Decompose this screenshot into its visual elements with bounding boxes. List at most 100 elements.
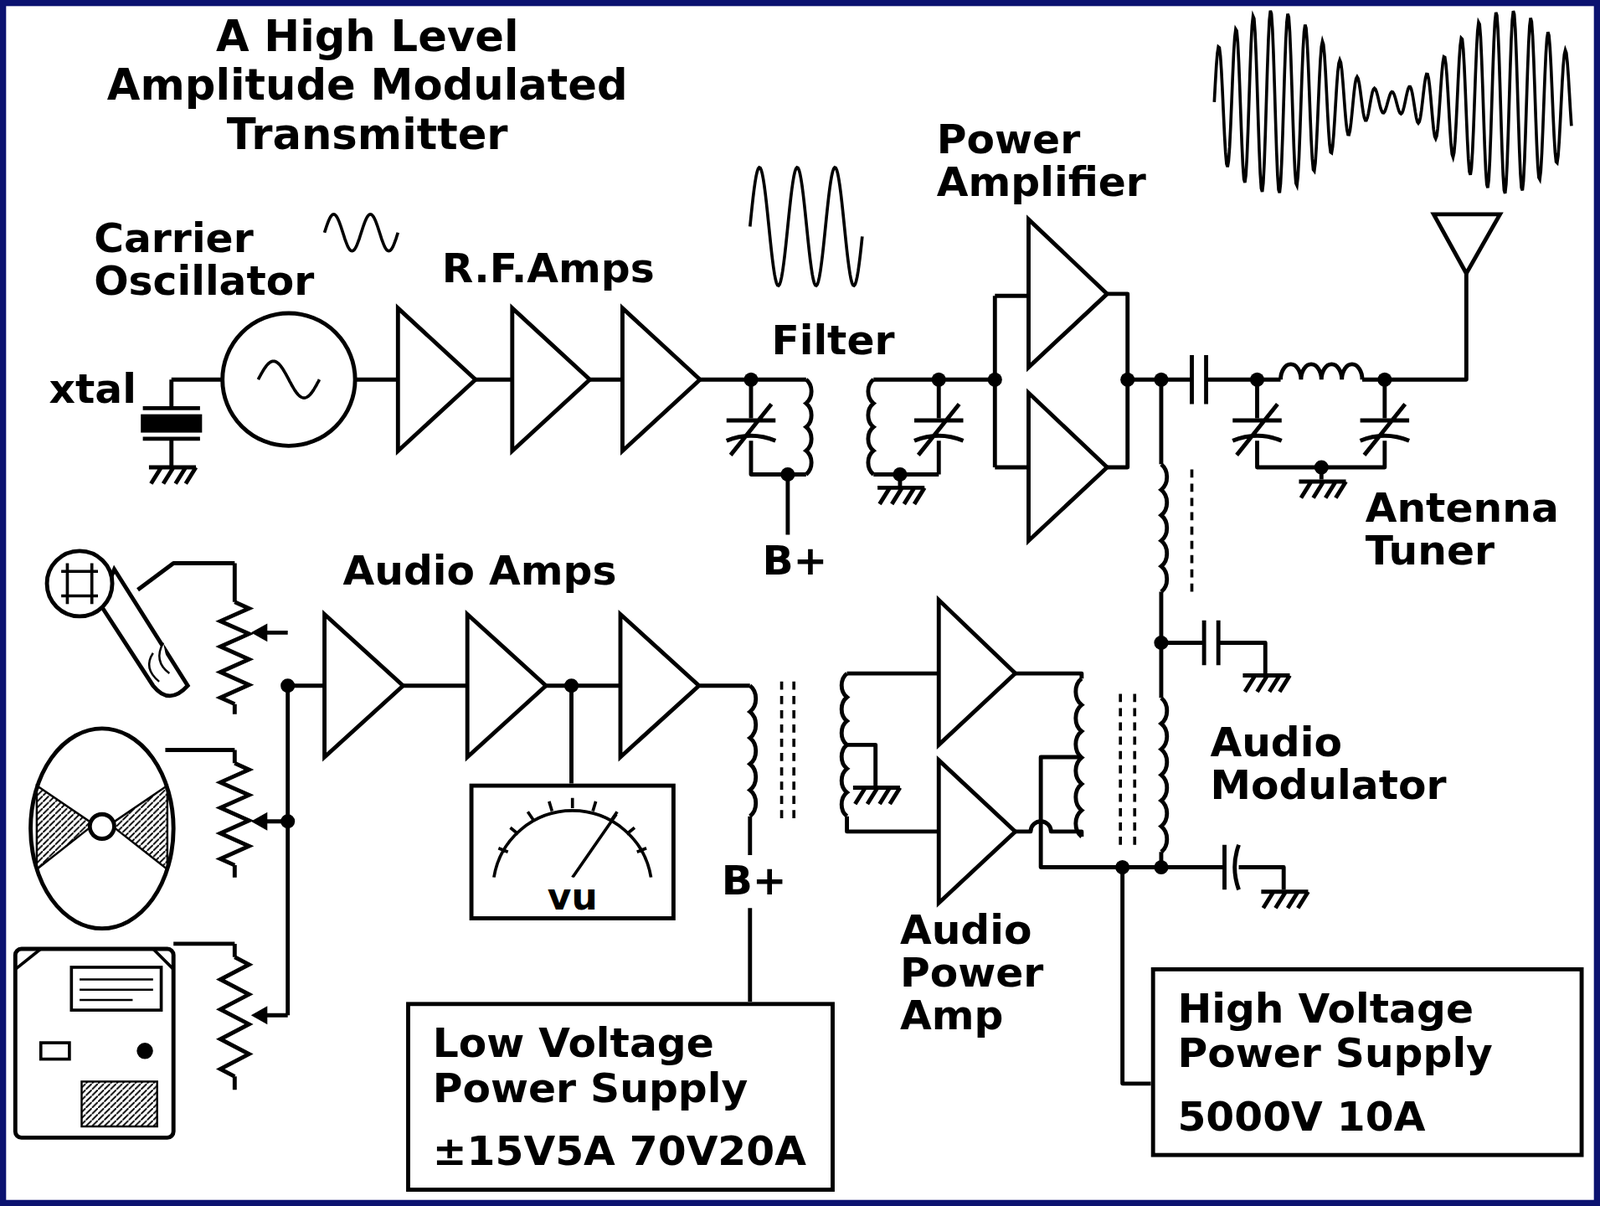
computer-icon bbox=[15, 948, 174, 1137]
computer-icon bbox=[79, 979, 154, 1000]
block-label: Carrier Oscillator bbox=[93, 216, 401, 302]
wire bbox=[751, 379, 807, 535]
computer-icon bbox=[41, 1042, 70, 1059]
wiper-arrow bbox=[251, 812, 268, 831]
coil-symbol bbox=[806, 379, 812, 474]
capacitor-symbol bbox=[143, 416, 201, 431]
coil-symbol bbox=[750, 685, 757, 817]
capacitor-symbol bbox=[726, 403, 777, 455]
junction-dot bbox=[564, 678, 579, 693]
resistor-symbol bbox=[220, 601, 249, 705]
capacitor-symbol bbox=[1360, 403, 1410, 455]
capacitor-symbol bbox=[143, 354, 1410, 890]
power-supply-box: High Voltage Power Supply5000V 10A bbox=[1151, 967, 1585, 1158]
capacitor-symbol bbox=[143, 407, 201, 439]
capacitor-symbol bbox=[1224, 844, 1240, 891]
amplifier-triangle bbox=[324, 613, 404, 757]
ground-symbol bbox=[1260, 891, 1308, 908]
amplifier-triangle bbox=[512, 308, 591, 452]
capacitor-symbol bbox=[1232, 403, 1282, 455]
diagram-title: A High Level Amplitude Modulated Transmi… bbox=[97, 12, 638, 160]
junction-dot bbox=[931, 372, 947, 387]
resistor-symbol bbox=[220, 956, 249, 1077]
junction-dot bbox=[1314, 459, 1329, 474]
amplifier-triangle bbox=[938, 599, 1015, 745]
junction-dot bbox=[1115, 859, 1130, 875]
microphone-icon bbox=[61, 563, 98, 605]
amplifier-triangle bbox=[622, 308, 700, 452]
coil-symbol bbox=[1161, 697, 1168, 852]
speaker-icon bbox=[89, 813, 114, 839]
junction-dot bbox=[280, 813, 295, 829]
transformer-core bbox=[781, 468, 1193, 847]
vu-meter: vu bbox=[469, 783, 676, 921]
junction-dot bbox=[1120, 372, 1135, 387]
junction-dot bbox=[780, 467, 795, 482]
junction-dot bbox=[743, 372, 758, 387]
junction-dot bbox=[280, 678, 295, 693]
microphone-icon bbox=[46, 550, 188, 696]
oscillator-symbol bbox=[222, 313, 355, 446]
ground-symbol bbox=[149, 467, 196, 484]
block-label: Audio Power Amp bbox=[900, 907, 1084, 1037]
amplified-waveform bbox=[750, 167, 863, 286]
amplifier-triangle bbox=[938, 760, 1015, 904]
sine-symbol bbox=[257, 360, 319, 398]
coil-symbol bbox=[841, 673, 847, 817]
ground-symbol bbox=[1298, 481, 1346, 498]
speaker-icon bbox=[30, 728, 175, 929]
block-label: R.F.Amps bbox=[442, 246, 655, 290]
wire bbox=[873, 379, 995, 486]
wiper-arrow bbox=[251, 622, 268, 1024]
capacitor-symbol bbox=[1192, 354, 1207, 404]
power-supply-box: Low Voltage Power Supply±15V5A 70V20A bbox=[406, 1001, 835, 1192]
wire bbox=[1015, 673, 1162, 867]
amplifier-triangle bbox=[467, 613, 546, 757]
computer-icon bbox=[82, 1080, 158, 1127]
capacitor-symbol bbox=[914, 403, 964, 455]
junction-dot bbox=[1153, 859, 1168, 875]
block-label: Antenna Tuner bbox=[1365, 485, 1590, 572]
junction-dot bbox=[1153, 372, 1168, 387]
wire bbox=[1257, 379, 1385, 479]
wiper-arrow bbox=[251, 622, 268, 642]
meter-scale bbox=[493, 797, 652, 878]
amplifier-triangle bbox=[397, 308, 476, 452]
junction-dot bbox=[1250, 372, 1265, 387]
box-heading: High Voltage Power Supply bbox=[1177, 985, 1557, 1076]
supply-label: B+ bbox=[721, 859, 788, 902]
ground-symbol bbox=[877, 487, 925, 504]
amplifier-triangle bbox=[324, 219, 1108, 903]
speaker-icon bbox=[36, 785, 168, 870]
junction-dot bbox=[987, 372, 1003, 387]
microphone-icon bbox=[149, 643, 170, 682]
computer-icon bbox=[15, 948, 174, 1137]
part-label: xtal bbox=[49, 367, 137, 411]
junction-dot bbox=[1153, 635, 1168, 650]
wire bbox=[1161, 379, 1266, 698]
block-label: Filter bbox=[771, 318, 895, 361]
resistor-symbol bbox=[220, 762, 249, 865]
junction-dot bbox=[892, 467, 907, 482]
wiper-arrow bbox=[251, 1005, 268, 1024]
amplifier-triangle bbox=[1028, 392, 1108, 541]
ground-symbol bbox=[853, 787, 901, 804]
modulated-waveform bbox=[1214, 10, 1572, 194]
microphone-icon bbox=[46, 550, 113, 617]
rating-text: ±15V5A 70V20A bbox=[432, 1127, 809, 1173]
computer-icon bbox=[71, 967, 161, 1010]
junction-dot bbox=[1377, 372, 1392, 387]
block-label: Audio Amps bbox=[343, 548, 618, 592]
amplifier-triangle bbox=[1028, 219, 1108, 368]
background bbox=[5, 5, 1594, 1199]
capacitor-symbol bbox=[1203, 620, 1219, 666]
antenna-symbol bbox=[1433, 214, 1500, 274]
block-label: Audio Modulator bbox=[1209, 720, 1517, 806]
coil-symbol bbox=[1161, 463, 1168, 592]
computer-icon bbox=[138, 1044, 152, 1058]
block-label: Power Amplifier bbox=[936, 117, 1223, 203]
transformer-core bbox=[781, 468, 1193, 847]
meter-label: vu bbox=[473, 877, 672, 916]
carrier-waveform bbox=[324, 214, 399, 252]
